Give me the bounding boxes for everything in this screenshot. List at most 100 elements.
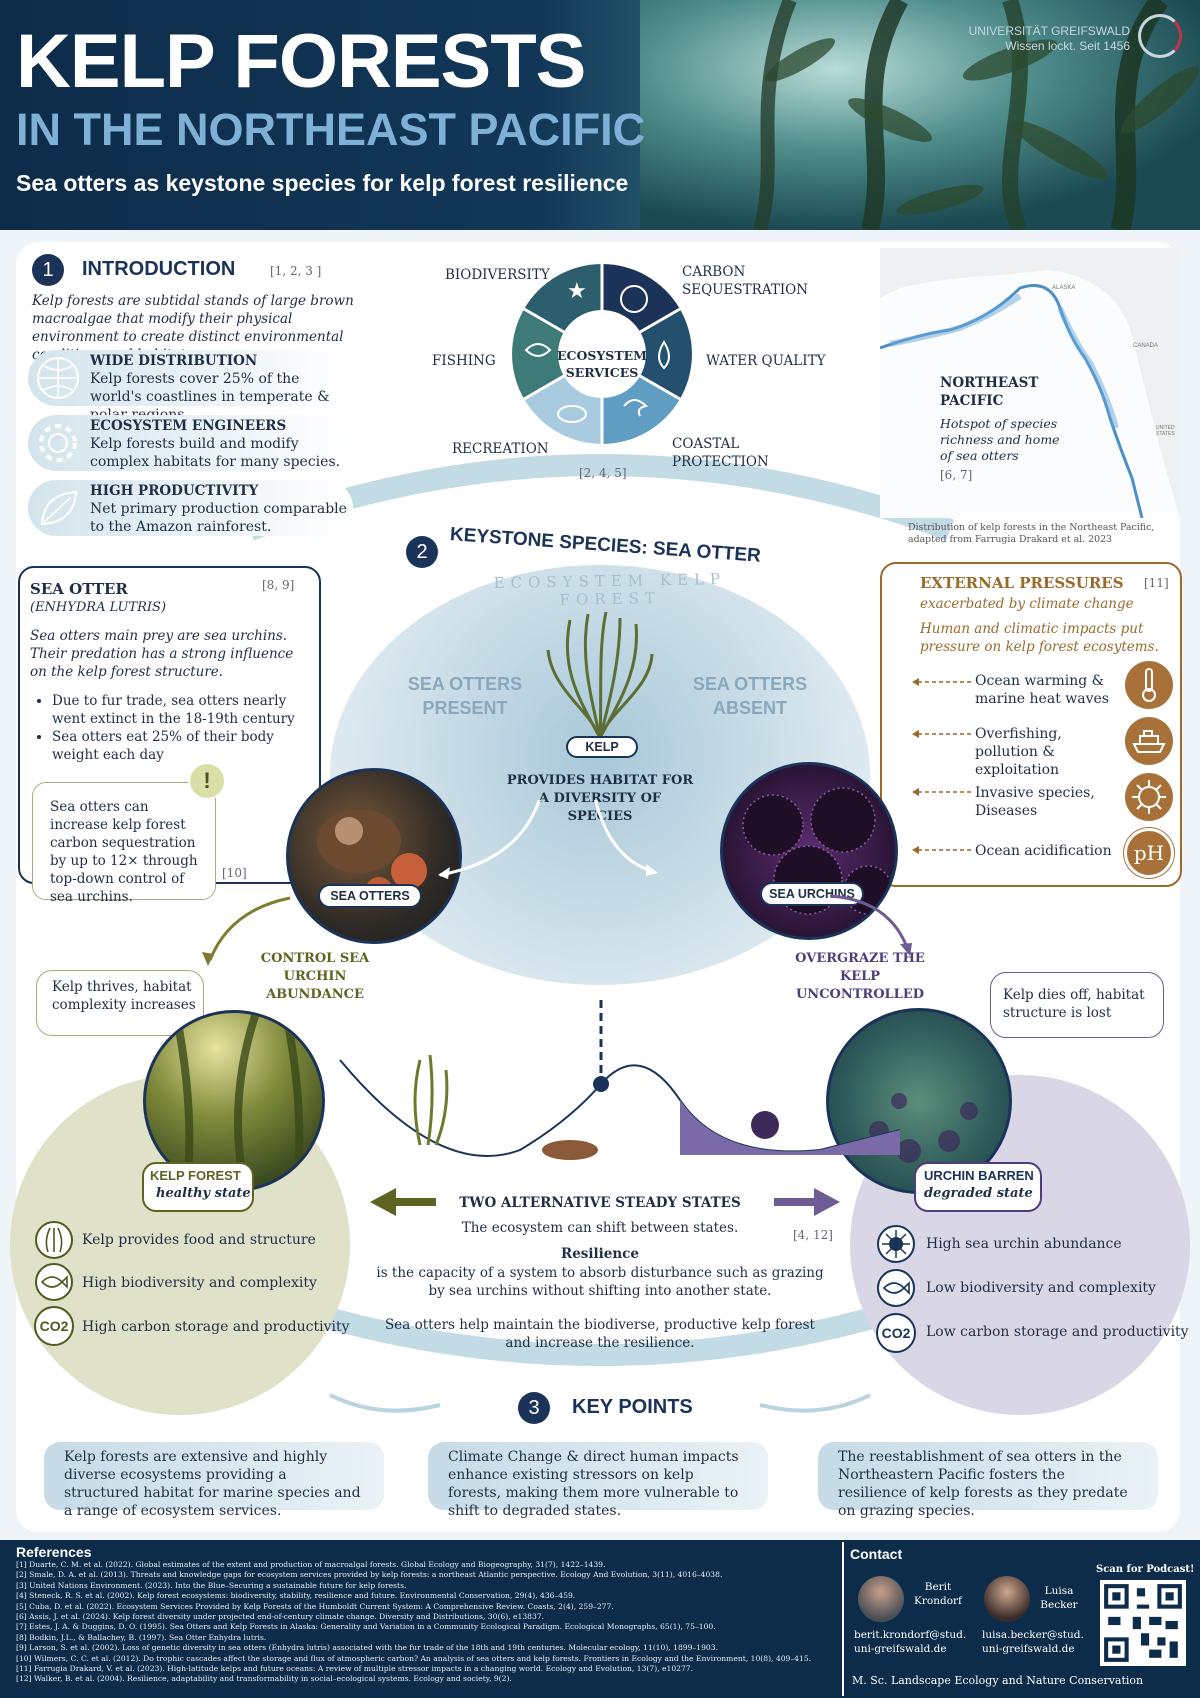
pressures-title: EXTERNAL PRESSURES (920, 574, 1124, 592)
service-recreation: RECREATION (452, 441, 549, 457)
co2-icon: CO2 (876, 1313, 916, 1353)
contact-name: Luisa Becker (1040, 1585, 1078, 1611)
urchin-barren-photo-art (869, 1093, 978, 1163)
list-item: Kelp provides food and structure (82, 1232, 316, 1248)
resilience-text: is the capacity of a system to absorb di… (376, 1265, 824, 1299)
reference-item: [7] Estes, J. A. & Duggins, D. O. (1995)… (16, 1622, 716, 1632)
kelp-illustration (546, 611, 654, 739)
sea-otter-bullets: Due to fur trade, sea otters nearly went… (52, 692, 302, 764)
stability-landscape (339, 1000, 901, 1160)
poster-title-line2: IN THE NORTHEAST PACIFIC (16, 104, 646, 155)
poster-subtitle: Sea otters as keystone species for kelp … (16, 170, 629, 196)
pressures-subtitle: exacerbated by climate change (920, 596, 1134, 612)
podcast-label: Scan for Podcast! (1096, 1564, 1195, 1575)
reference-item: [10] Wilmers, C. C. et al. (2012). Do tr… (16, 1653, 812, 1663)
sea-otter-note-text: Sea otters can increase kelp forest carb… (50, 799, 198, 905)
kelp-label: KELP (566, 736, 638, 758)
reference-item: [12] Walker, B. et al. (2004). Resilienc… (16, 1674, 512, 1684)
sea-otters-present-label: SEA OTTERS PRESENT (407, 674, 523, 718)
pressure-item: Ocean acidification (975, 843, 1112, 859)
ph-icon: pH (1124, 828, 1174, 878)
kelp-photo-background (640, 0, 1200, 230)
sea-urchin-photo (720, 762, 898, 940)
reference-item: [3] United Nations Environment. (2023). … (16, 1580, 407, 1590)
contact-name: Berit Krondorf (914, 1581, 962, 1607)
references-list: [1] Duarte, C. M. et al. (2022). Global … (16, 1560, 836, 1685)
water-drop-icon (658, 340, 670, 370)
key-point: Climate Change & direct human impacts en… (428, 1442, 768, 1519)
key-point: The reestablishment of sea otters in the… (818, 1442, 1158, 1519)
pressure-item: Overfishing, pollution & exploitation (975, 726, 1062, 778)
keystone-number: 2 (406, 536, 438, 568)
two-states-arrow (370, 1188, 840, 1216)
kelp-forest-tag (142, 1162, 254, 1212)
services-center-label: ECOSYSTEM SERVICES (556, 348, 647, 380)
sea-otter-note (32, 782, 216, 900)
northeast-pacific-map (880, 248, 1180, 518)
pressures-text: Human and climatic impacts put pressure … (920, 621, 1159, 655)
service-fishing: FISHING (432, 353, 496, 369)
map-label-alaska: ALASKA (1052, 285, 1076, 291)
university-name: UNIVERSITÄT GREIFSWALD Wissen lockt. Sei… (968, 24, 1130, 53)
map-caption: Distribution of kelp forests in the Nort… (908, 522, 1155, 545)
degraded-note-text: Kelp dies off, habitat structure is lost (1003, 987, 1145, 1021)
list-item: Low carbon storage and productivity (926, 1324, 1189, 1340)
alert-icon: ! (188, 762, 226, 800)
reference-item: [2] Smale, D. A. et al. (2013). Threats … (16, 1570, 723, 1580)
reference-item: [6] Assis, J. et al. (2024). Kelp forest… (16, 1612, 545, 1622)
reference-item: [5] Cuba, D. et al. (2022). Ecosystem Se… (16, 1601, 614, 1611)
list-item: High sea urchin abundance (926, 1236, 1122, 1252)
map-title: NORTHEAST PACIFIC (940, 375, 1039, 409)
contact-email: luisa.becker@stud. uni-greifswald.de (982, 1629, 1084, 1655)
fish-icon (877, 1269, 915, 1307)
sea-otter-title: SEA OTTER (30, 580, 128, 598)
service-water: WATER QUALITY (706, 353, 826, 369)
sea-otters-absent-label: SEA OTTERS ABSENT (692, 674, 808, 718)
keypoints-number: 3 (518, 1392, 550, 1424)
kelp-forest-label: KELP FOREST (150, 1168, 241, 1183)
avatar (858, 1576, 904, 1622)
co2-icon: CO2 (34, 1306, 74, 1346)
otter-icon (542, 1140, 598, 1160)
pressures-refs: [11] (1144, 576, 1169, 590)
sea-otter-latin: (ENHYDRA LUTRIS) (30, 600, 167, 615)
services-refs: [2, 4, 5] (579, 466, 627, 480)
urchin-barren-label: URCHIN BARREN (924, 1168, 1034, 1183)
map-label-us: UNITED STATES (1156, 425, 1175, 437)
virus-icon (1125, 773, 1173, 821)
gear-icon (39, 424, 77, 462)
overgraze-label: OVERGRAZE THE KELP UNCONTROLLED (795, 951, 925, 1002)
degraded-note (990, 972, 1164, 1038)
program-label: M. Sc. Landscape Ecology and Nature Cons… (852, 1674, 1144, 1687)
service-coastal: COASTAL PROTECTION (672, 436, 769, 470)
map-refs: [6, 7] (940, 468, 973, 482)
contact-email: berit.krondorf@stud. uni-greifswald.de (854, 1629, 967, 1655)
healthy-note-text: Kelp thrives, habitat complexity increas… (52, 979, 196, 1013)
sea-otter-refs: [8, 9] (262, 578, 295, 592)
states-refs: [4, 12] (793, 1228, 833, 1242)
list-item: Sea otters eat 25% of their body weight … (52, 728, 302, 764)
map-label-canada: CANADA (1133, 343, 1159, 349)
university-seal-icon (1138, 14, 1182, 58)
leaf-icon (40, 490, 78, 526)
urchin-barren-tag (914, 1162, 1042, 1212)
contact-title: Contact (850, 1546, 903, 1562)
service-carbon: CARBON SEQUESTRATION (682, 264, 809, 298)
keypoints-heading: KEY POINTS (572, 1396, 693, 1418)
fish-icon (524, 343, 552, 357)
qr-code-icon[interactable] (1100, 1580, 1186, 1666)
map-text: Hotspot of species richness and home of … (940, 416, 1060, 463)
reference-item: [1] Duarte, C. M. et al. (2022). Global … (16, 1560, 606, 1569)
intro-number: 1 (32, 254, 64, 286)
list-item: Low biodiversity and complexity (926, 1280, 1156, 1296)
reference-item: [4] Steneck, R. S. et al. (2002). Kelp f… (16, 1591, 576, 1601)
reference-item: [11] Farrugia Drakard, V. et al. (2023).… (16, 1664, 694, 1674)
healthy-label: healthy state (156, 1186, 251, 1201)
fish-icon (35, 1263, 73, 1301)
intro-refs: [1, 2, 3 ] (270, 264, 322, 278)
diving-mask-icon (557, 405, 587, 423)
poster-title: KELP FORESTS (16, 19, 586, 104)
footer: References [1] Duarte, C. M. et al. (202… (0, 1540, 1200, 1698)
list-item: Due to fur trade, sea otters nearly went… (52, 692, 302, 728)
